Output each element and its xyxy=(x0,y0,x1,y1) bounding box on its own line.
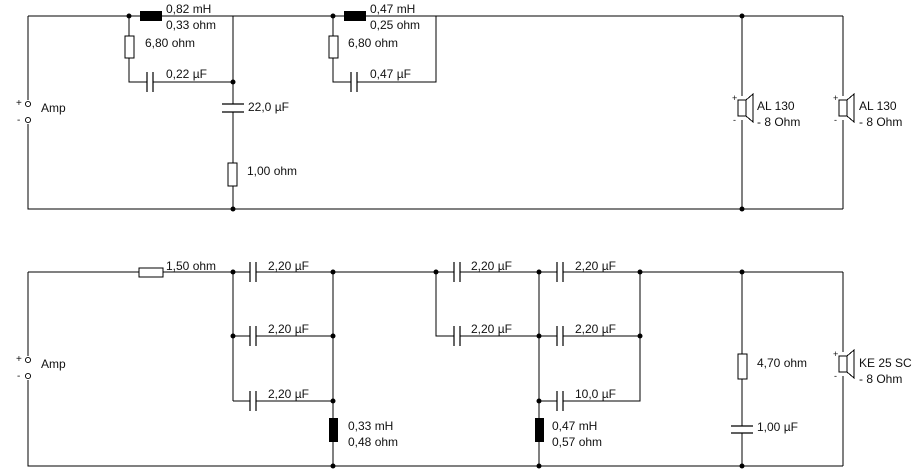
bottom-capacitor-4 xyxy=(453,262,461,282)
svg-text:-: - xyxy=(733,115,736,125)
bottom-resistor-2 xyxy=(737,353,748,380)
top-resistor-2 xyxy=(227,162,238,187)
top-resistor-1-value: 6,80 ohm xyxy=(145,36,195,50)
bottom-amp-plus: + xyxy=(16,354,22,365)
bottom-inductor-1-resistance: 0,48 ohm xyxy=(348,435,398,449)
svg-text:+: + xyxy=(833,93,838,103)
bottom-amp-minus-terminal xyxy=(24,372,32,380)
bottom-capacitor-9-value: 1,00 µF xyxy=(757,420,798,434)
top-capacitor-3-value: 0,47 µF xyxy=(370,67,411,81)
bottom-inductor-2-value: 0,47 mH xyxy=(552,419,597,433)
top-amp-terminals: + - Amp xyxy=(16,98,66,126)
bottom-capacitor-8 xyxy=(556,391,564,411)
bottom-capacitor-6-value: 2,20 µF xyxy=(471,322,512,336)
svg-text:+: + xyxy=(833,349,838,359)
bottom-inductor-1 xyxy=(329,418,338,442)
bottom-inductor-2 xyxy=(535,418,544,442)
bottom-capacitor-1-value: 2,20 µF xyxy=(268,259,309,273)
bottom-amp-label: Amp xyxy=(41,357,66,371)
top-amp-minus-terminal xyxy=(24,116,32,124)
bottom-junctions xyxy=(230,269,745,469)
top-junctions xyxy=(126,13,745,212)
top-capacitor-2 xyxy=(222,103,244,113)
bottom-speaker-name: KE 25 SC xyxy=(859,356,912,370)
top-capacitor-1-value: 0,22 µF xyxy=(166,67,207,81)
top-capacitor-3 xyxy=(350,72,358,92)
top-capacitor-1 xyxy=(146,72,154,92)
bottom-inductor-1-value: 0,33 mH xyxy=(348,419,393,433)
top-inductor-1-resistance: 0,33 ohm xyxy=(166,18,216,32)
svg-text:-: - xyxy=(834,115,837,125)
bottom-resistor-2-value: 4,70 ohm xyxy=(757,356,807,370)
bottom-capacitor-7 xyxy=(556,326,564,346)
bottom-capacitor-6 xyxy=(453,326,461,346)
top-resistor-1 xyxy=(124,35,135,59)
bottom-capacitor-2-value: 2,20 µF xyxy=(268,322,309,336)
top-speaker-1: + - AL 130 - 8 Ohm xyxy=(732,92,800,129)
bottom-capacitor-8-value: 10,0 µF xyxy=(575,387,616,401)
svg-text:-: - xyxy=(834,371,837,381)
bottom-capacitor-1 xyxy=(249,262,257,282)
top-resistor-3 xyxy=(328,35,339,59)
speaker-icon xyxy=(838,99,848,117)
top-capacitor-2-value: 22,0 µF xyxy=(248,100,289,114)
top-circuit: 0,82 mH 0,33 ohm 6,80 ohm 0,22 µF 22,0 µ… xyxy=(16,2,902,212)
top-speaker-2-name: AL 130 xyxy=(859,99,897,113)
bottom-amp-plus-terminal xyxy=(24,356,32,364)
bottom-capacitor-4-value: 2,20 µF xyxy=(471,259,512,273)
svg-text:+: + xyxy=(732,93,737,103)
bottom-speaker-impedance: - 8 Ohm xyxy=(859,372,902,386)
bottom-wires xyxy=(27,271,844,467)
bottom-capacitor-2 xyxy=(249,326,257,346)
top-inductor-2-value: 0,47 mH xyxy=(370,2,415,16)
top-inductor-1-value: 0,82 mH xyxy=(166,2,211,16)
bottom-inductor-2-resistance: 0,57 ohm xyxy=(552,435,602,449)
bottom-capacitor-7-value: 2,20 µF xyxy=(575,322,616,336)
bottom-circuit: 1,50 ohm 2,20 µF 2,20 µF 2,20 µF 0,33 mH… xyxy=(16,259,912,469)
bottom-speaker: + - KE 25 SC - 8 Ohm xyxy=(833,348,912,386)
bottom-capacitor-5 xyxy=(556,262,564,282)
top-inductor-1 xyxy=(140,11,162,21)
top-amp-minus: - xyxy=(17,115,20,126)
bottom-capacitor-9 xyxy=(731,425,753,434)
top-wires xyxy=(27,15,844,210)
top-inductor-2 xyxy=(344,11,366,21)
bottom-capacitor-3 xyxy=(249,391,257,411)
speaker-icon xyxy=(737,99,747,117)
speaker-icon xyxy=(838,355,848,373)
top-amp-label: Amp xyxy=(41,101,66,115)
bottom-capacitor-5-value: 2,20 µF xyxy=(575,259,616,273)
top-speaker-2: + - AL 130 - 8 Ohm xyxy=(833,92,902,129)
top-amp-plus: + xyxy=(16,98,22,109)
top-amp-plus-terminal xyxy=(24,100,32,108)
top-speaker-1-name: AL 130 xyxy=(757,99,795,113)
top-speaker-2-impedance: - 8 Ohm xyxy=(859,115,902,129)
top-speaker-1-impedance: - 8 Ohm xyxy=(757,115,800,129)
bottom-amp-terminals: + - Amp xyxy=(16,354,66,382)
bottom-capacitor-3-value: 2,20 µF xyxy=(268,387,309,401)
bottom-resistor-1-value: 1,50 ohm xyxy=(166,259,216,273)
top-inductor-2-resistance: 0,25 ohm xyxy=(370,18,420,32)
top-resistor-3-value: 6,80 ohm xyxy=(348,36,398,50)
top-resistor-2-value: 1,00 ohm xyxy=(247,164,297,178)
bottom-resistor-1 xyxy=(138,267,164,278)
bottom-amp-minus: - xyxy=(17,371,20,382)
